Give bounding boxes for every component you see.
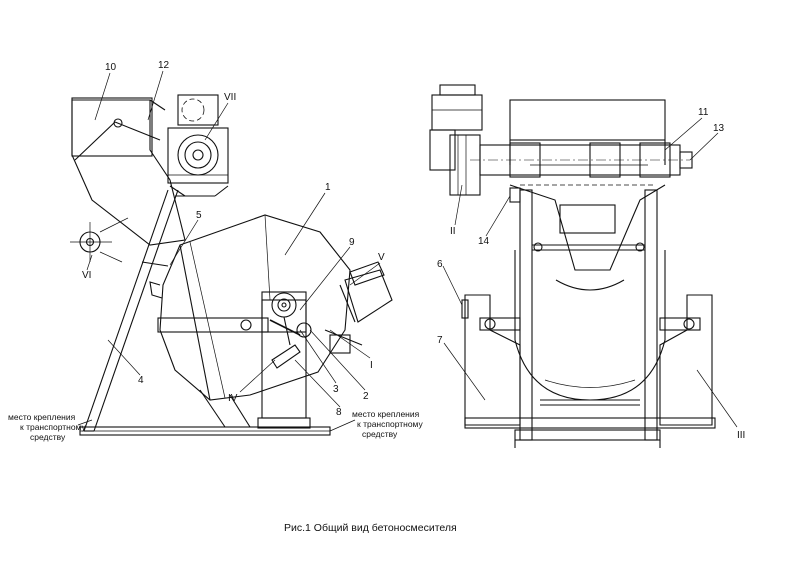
drum-motor (324, 261, 393, 354)
vibrator-unit (70, 217, 129, 263)
leader-lines (77, 70, 738, 432)
mount-note-right: место крепления к транспортному средству (352, 409, 423, 439)
label-II: II (450, 226, 456, 237)
label-6: 6 (437, 259, 443, 270)
front-motor (429, 84, 483, 196)
mount-note-left: место крепления к транспортному средству (8, 412, 86, 442)
label-3: 3 (333, 384, 339, 395)
label-9: 9 (349, 237, 355, 248)
label-V: V (378, 252, 385, 263)
front-view (429, 84, 716, 448)
loading-hopper (71, 97, 186, 246)
drive-gearbox (167, 94, 229, 197)
base-frame (79, 299, 331, 436)
label-VII: VII (224, 92, 236, 103)
tie-rod (157, 317, 269, 333)
label-11: 11 (698, 107, 709, 118)
front-drum (514, 250, 666, 406)
mount-right-line2: к транспортному (357, 419, 423, 429)
mount-left-line3: средству (30, 432, 66, 442)
label-8: 8 (336, 407, 342, 418)
label-IV: IV (228, 393, 238, 404)
label-5: 5 (196, 210, 202, 221)
mount-left-line1: место крепления (8, 412, 76, 422)
main-shaft (470, 142, 693, 178)
part-labels: 10 12 VII 1 5 VI 9 V I 2 3 8 IV 4 11 13 … (82, 60, 745, 441)
label-I: I (370, 360, 373, 371)
side-view (70, 94, 393, 436)
label-14: 14 (478, 236, 490, 247)
label-4: 4 (138, 375, 144, 386)
mount-right-line3: средству (362, 429, 398, 439)
support-strut (83, 189, 179, 432)
drum-bearing (261, 291, 312, 369)
mixing-drum (141, 214, 351, 401)
mount-right-line1: место крепления (352, 409, 420, 419)
label-13: 13 (713, 123, 725, 134)
label-1: 1 (325, 182, 331, 193)
label-12: 12 (158, 60, 170, 71)
label-2: 2 (363, 391, 369, 402)
front-base (464, 417, 716, 448)
label-7: 7 (437, 335, 443, 346)
label-VI: VI (82, 270, 91, 281)
figure-caption: Рис.1 Общий вид бетоносмесителя (284, 522, 457, 534)
label-III: III (737, 430, 745, 441)
front-hopper (509, 99, 666, 291)
label-10: 10 (105, 62, 117, 73)
mount-left-line2: к транспортному (20, 422, 86, 432)
front-columns (519, 189, 658, 441)
control-box (509, 187, 521, 203)
